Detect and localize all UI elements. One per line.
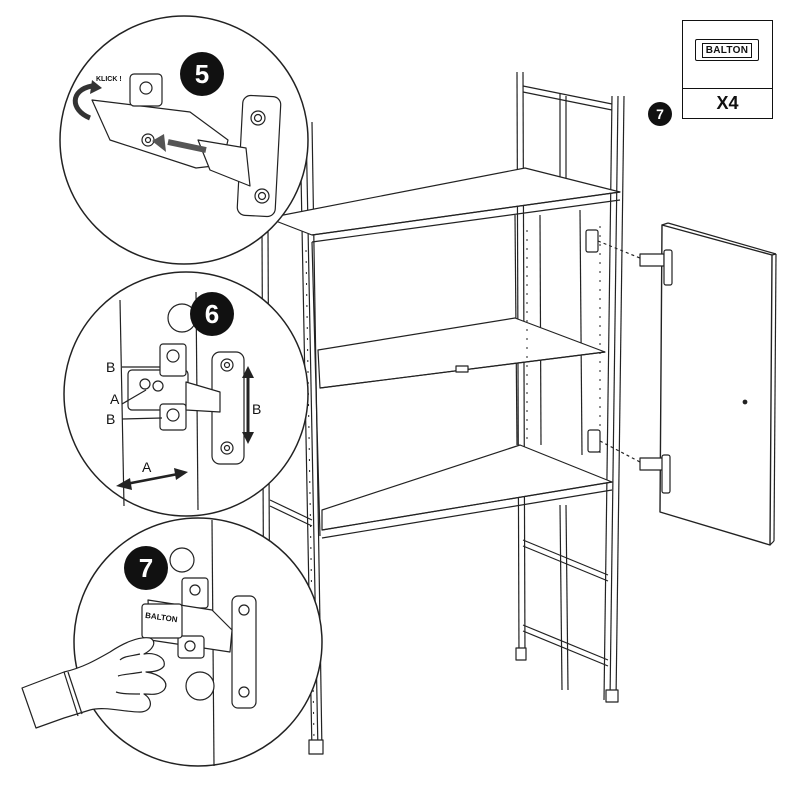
parts-box-divider (683, 88, 772, 89)
adjust-label-a-horizontal: A (142, 459, 152, 475)
adjust-label-a-side: A (110, 391, 120, 407)
adjust-label-b-vertical: B (252, 401, 262, 417)
upper-hinge (585, 229, 673, 286)
adjust-label-b-lower: B (106, 411, 116, 427)
step-badge-6: 6 (190, 292, 234, 336)
click-label: KLICK ! (96, 76, 122, 83)
step-badge-7: 7 (124, 546, 168, 590)
cabinet-door (659, 222, 777, 546)
detail-circle-step-7 (21, 517, 323, 767)
detail-circle-step-5 (59, 15, 309, 265)
parts-quantity: X4 (716, 93, 739, 113)
brand-logo: BALTON (695, 39, 759, 61)
brand-logo-text: BALTON (701, 42, 753, 58)
adjust-label-b-upper: B (106, 359, 116, 375)
lower-hinge (587, 429, 671, 494)
parts-box: BALTON X4 (682, 20, 773, 119)
shelf-frame (261, 71, 625, 755)
step-badge-5: 5 (180, 52, 224, 96)
detail-circle-step-6 (63, 271, 309, 517)
step-badge-7-main: 7 (648, 102, 672, 126)
